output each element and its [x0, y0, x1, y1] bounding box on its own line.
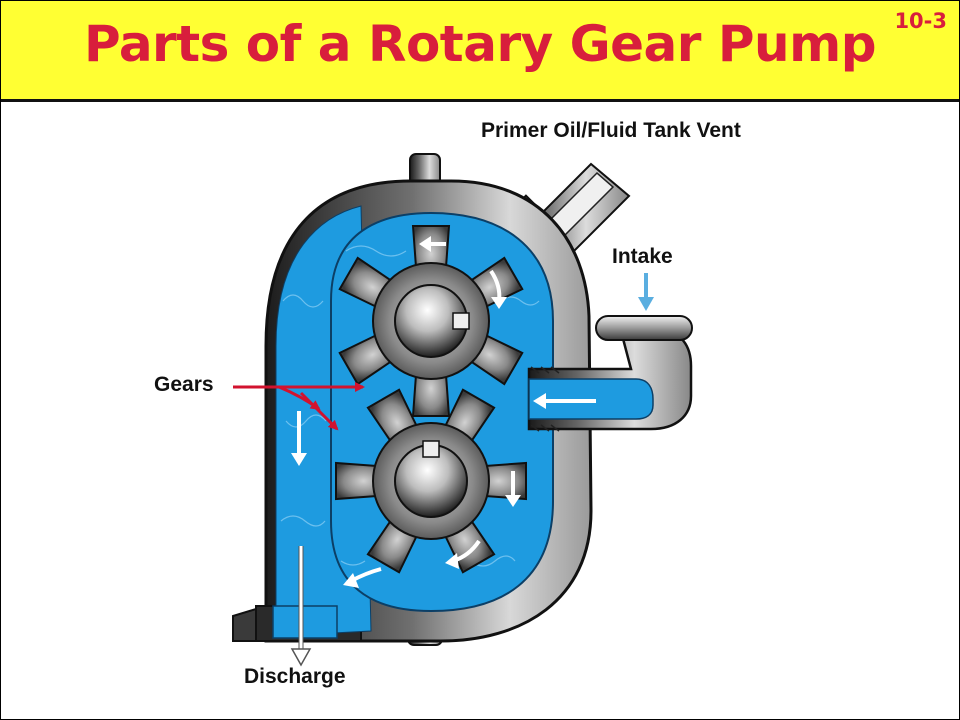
lower-gear	[335, 388, 527, 574]
discharge-label: Discharge	[244, 665, 346, 688]
discharge-arrow	[290, 546, 312, 667]
upper-gear	[338, 225, 524, 417]
title-bar: Parts of a Rotary Gear Pump 10-3	[1, 1, 959, 102]
gears-pointer-arrows	[233, 382, 365, 431]
intake-arrow	[638, 273, 654, 311]
gears-label: Gears	[154, 373, 214, 396]
vent-label: Primer Oil/Fluid Tank Vent	[481, 119, 741, 142]
slide-number: 10-3	[894, 9, 947, 33]
slide-title: Parts of a Rotary Gear Pump	[84, 15, 876, 73]
intake-label: Intake	[612, 245, 673, 268]
flow-arrows	[291, 236, 596, 588]
